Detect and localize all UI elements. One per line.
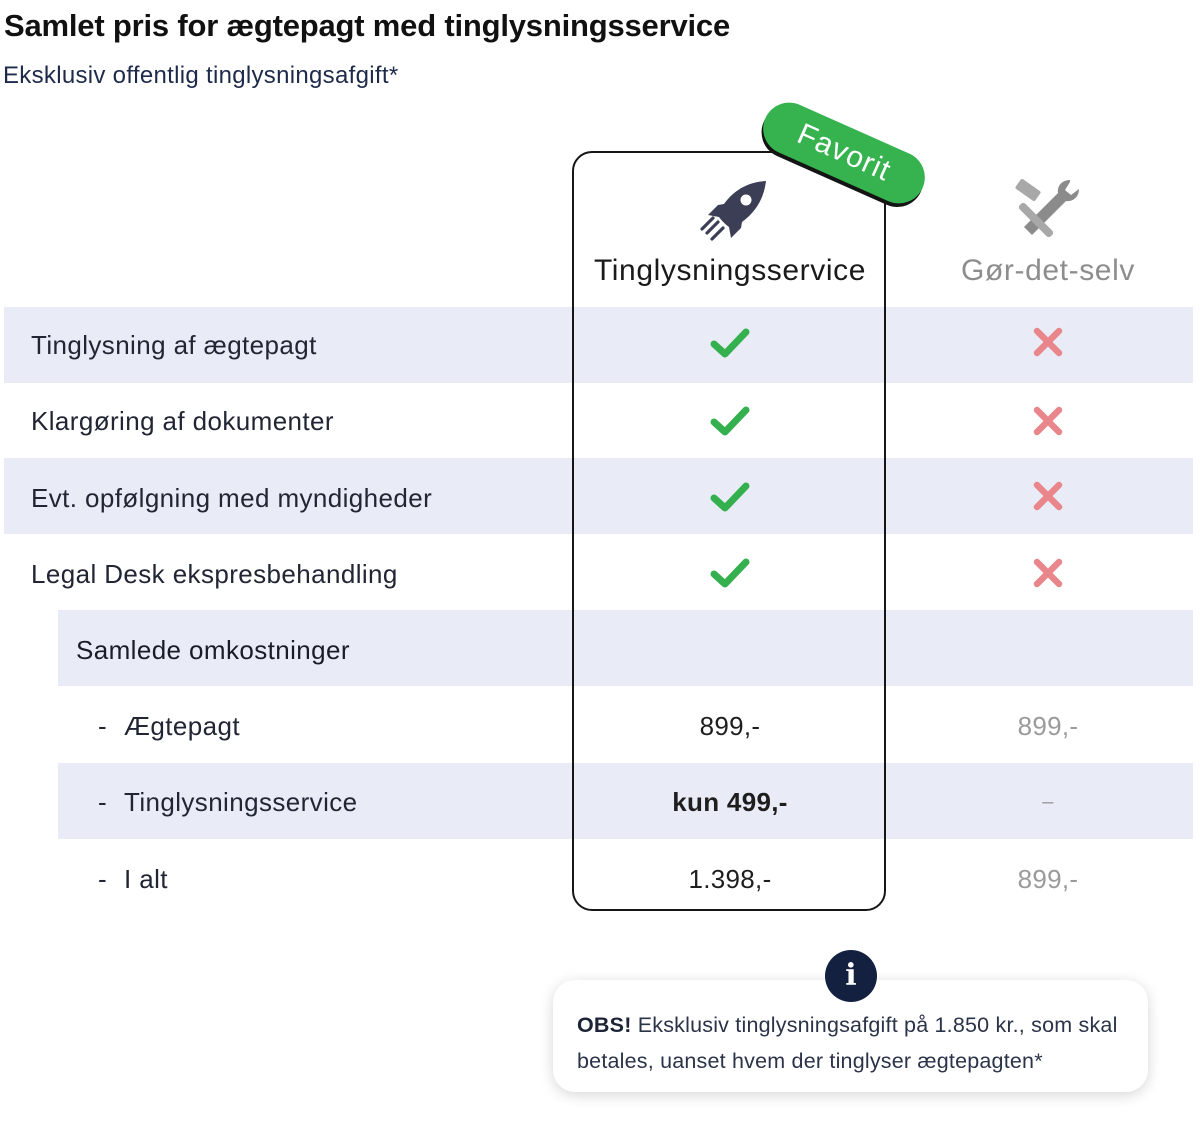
info-icon: i xyxy=(825,950,877,1002)
info-note-obs: OBS! xyxy=(577,1013,632,1037)
info-note-body: Eksklusiv tinglysningsafgift på 1.850 kr… xyxy=(577,1013,1118,1073)
price-alt-i-alt: 899,- xyxy=(1017,864,1079,894)
row-band-cost-2 xyxy=(58,763,1193,839)
favorit-badge-label: Favorit xyxy=(754,94,934,212)
price-main-tinglysningsservice: kun 499,- xyxy=(672,787,788,817)
column-title-tinglysningsservice: Tinglysningsservice xyxy=(593,254,867,287)
price-alt-agtepagt: 899,- xyxy=(1017,711,1079,741)
cost-row-i-alt: -I alt xyxy=(98,864,168,895)
price-main-agtepagt: 899,- xyxy=(699,711,761,741)
row-band-3 xyxy=(4,458,1193,534)
info-note-text: OBS! Eksklusiv tinglysningsafgift på 1.8… xyxy=(577,1007,1137,1079)
page-title: Samlet pris for ægtepagt med tinglysning… xyxy=(4,8,730,43)
costs-section-label: Samlede omkostninger xyxy=(76,635,350,665)
feature-label-4: Legal Desk ekspresbehandling xyxy=(31,559,398,589)
cost-label: Ægtepagt xyxy=(124,711,240,741)
rocket-icon xyxy=(700,181,766,241)
cost-dash: - xyxy=(98,864,108,894)
cost-dash: - xyxy=(98,787,108,817)
cross-icon xyxy=(1033,558,1063,588)
cost-row-agtepagt: -Ægtepagt xyxy=(98,711,240,742)
cost-label: I alt xyxy=(124,864,168,894)
cost-row-tinglysningsservice: -Tinglysningsservice xyxy=(98,787,358,818)
feature-label-2: Klargøring af dokumenter xyxy=(31,406,334,436)
cost-dash: - xyxy=(98,711,108,741)
feature-label-3: Evt. opfølgning med myndigheder xyxy=(31,483,433,513)
feature-label-1: Tinglysning af ægtepagt xyxy=(31,330,317,360)
check-icon xyxy=(710,328,750,358)
favorit-badge: Favorit xyxy=(754,94,934,212)
check-icon xyxy=(710,406,750,436)
tools-icon xyxy=(1015,178,1079,238)
check-icon xyxy=(710,482,750,512)
cross-icon xyxy=(1033,481,1063,511)
page-subtitle: Eksklusiv offentlig tinglysningsafgift* xyxy=(3,62,399,89)
cross-icon xyxy=(1033,406,1063,436)
row-band-1 xyxy=(4,307,1193,383)
column-title-gor-det-selv: Gør-det-selv xyxy=(961,254,1135,287)
check-icon xyxy=(710,558,750,588)
cost-label: Tinglysningsservice xyxy=(124,787,358,817)
price-alt-tinglysningsservice: – xyxy=(1042,791,1054,813)
cross-icon xyxy=(1033,327,1063,357)
price-main-i-alt: 1.398,- xyxy=(688,864,772,894)
row-band-section xyxy=(58,610,1193,686)
